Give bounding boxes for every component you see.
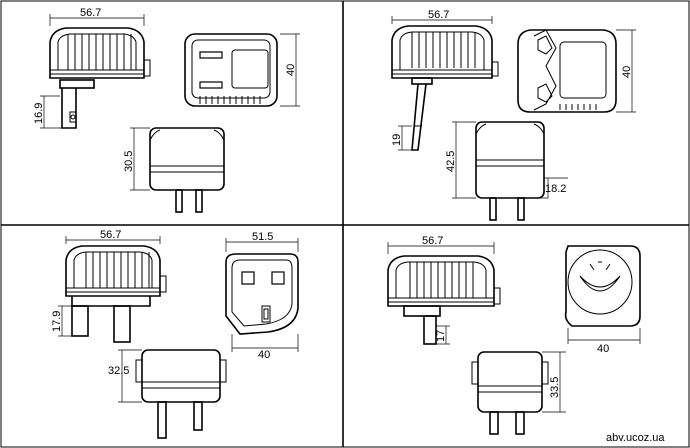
dim-pin: 17.9 [51, 311, 63, 332]
front-view [564, 245, 641, 327]
bottom-view [471, 351, 549, 435]
dim-front-width: 40 [597, 343, 609, 355]
bottom-view [475, 121, 545, 221]
dim-width: 56.7 [422, 235, 443, 247]
dim-width: 56.7 [428, 9, 449, 21]
dim-pin-width: 18.2 [545, 183, 566, 195]
dim-depth: 32.5 [108, 365, 129, 377]
watermark: abv.ucoz.ua [606, 432, 665, 444]
panel-top-right: 56.7 19 40 42.5 18 [391, 9, 636, 221]
dim-depth: 33.5 [549, 377, 561, 398]
dim-pin: 16.9 [33, 103, 45, 124]
panel-bottom-right: 56.7 17 40 33.5 [387, 235, 641, 435]
panel-bottom-left: 56.7 17.9 51.5 40 [51, 229, 299, 439]
bottom-view [135, 349, 227, 439]
side-view [387, 255, 501, 345]
side-view [49, 27, 151, 129]
panel-top-left: 56.7 16.9 40 30.5 [33, 7, 300, 213]
dim-height: 40 [285, 64, 297, 76]
dim-depth: 42.5 [445, 151, 457, 172]
side-view [391, 25, 499, 151]
dim-width: 56.7 [80, 7, 101, 19]
bottom-view [149, 127, 225, 213]
dim-front-height: 40 [258, 349, 270, 361]
front-view [184, 33, 278, 107]
front-view [517, 29, 617, 113]
dim-height: 40 [621, 66, 633, 78]
dim-depth: 30.5 [123, 151, 135, 172]
front-view [225, 253, 299, 335]
dim-pin: 17 [435, 330, 447, 342]
dim-width: 56.7 [100, 229, 121, 241]
side-view [65, 245, 167, 343]
dim-pin: 19 [391, 134, 403, 146]
dim-front-width: 51.5 [252, 231, 273, 243]
